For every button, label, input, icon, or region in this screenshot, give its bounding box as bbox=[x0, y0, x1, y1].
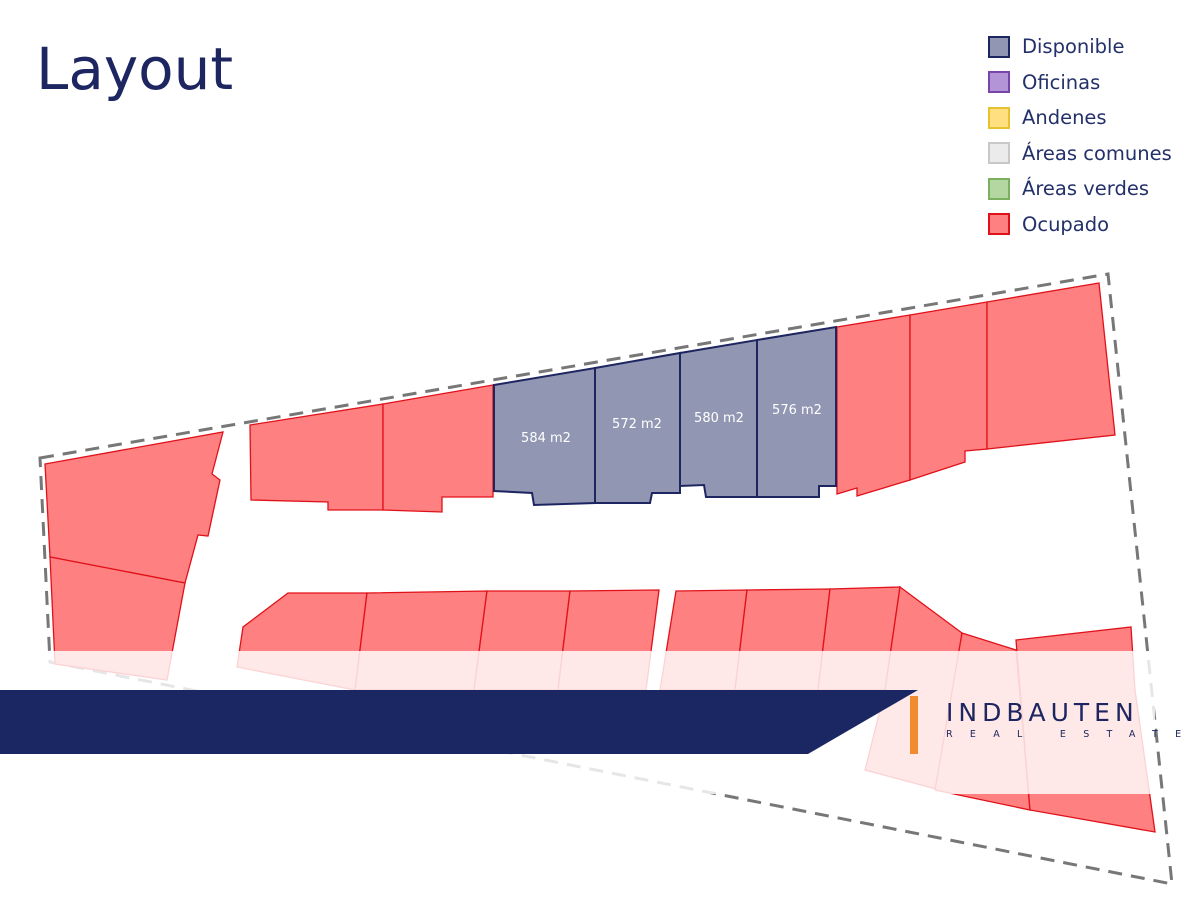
brand-logo: INDBAUTEN REAL ESTATE bbox=[946, 698, 1199, 741]
lot-occupied[interactable] bbox=[836, 314, 911, 497]
legend-swatch-disponible bbox=[988, 35, 1010, 58]
lot-occupied[interactable] bbox=[382, 384, 494, 513]
lot-area-label: 576 m2 bbox=[772, 403, 822, 418]
page-title: Layout bbox=[36, 35, 234, 103]
lot-area-label: 572 m2 bbox=[612, 417, 662, 432]
legend-item-ocupado: Ocupado bbox=[988, 207, 1172, 243]
site-boundary bbox=[38, 272, 1174, 886]
legend-swatch-andenes bbox=[988, 106, 1010, 129]
banner-navy-band bbox=[0, 690, 918, 754]
lot-occupied[interactable] bbox=[986, 282, 1116, 450]
lot-occupied[interactable] bbox=[909, 301, 988, 481]
legend-label-disponible: Disponible bbox=[1022, 35, 1125, 59]
legend-swatch-areas-verdes bbox=[988, 177, 1010, 200]
legend-swatch-ocupado bbox=[988, 213, 1010, 236]
lot-available[interactable] bbox=[756, 325, 837, 498]
legend-label-areas-verdes: Áreas verdes bbox=[1022, 177, 1149, 201]
legend-label-andenes: Andenes bbox=[1022, 106, 1107, 130]
brand-banner bbox=[0, 690, 918, 754]
lot-area-label: 584 m2 bbox=[521, 431, 571, 446]
lot-area-label: 580 m2 bbox=[694, 411, 744, 426]
legend-item-areas-verdes: Áreas verdes bbox=[988, 171, 1172, 207]
legend-swatch-oficinas bbox=[988, 71, 1010, 94]
legend-label-areas-comunes: Áreas comunes bbox=[1022, 141, 1172, 165]
legend-item-andenes: Andenes bbox=[988, 100, 1172, 136]
brand-subtitle: REAL ESTATE bbox=[946, 729, 1199, 740]
legend-swatch-areas-comunes bbox=[988, 142, 1010, 165]
lot-occupied[interactable] bbox=[44, 431, 224, 584]
legend-item-oficinas: Oficinas bbox=[988, 65, 1172, 101]
legend-item-areas-comunes: Áreas comunes bbox=[988, 136, 1172, 172]
legend-item-disponible: Disponible bbox=[988, 29, 1172, 65]
brand-name: INDBAUTEN bbox=[946, 698, 1139, 727]
legend: Disponible Oficinas Andenes Áreas comune… bbox=[988, 29, 1172, 242]
brand-accent-bar bbox=[910, 696, 918, 754]
legend-label-ocupado: Ocupado bbox=[1022, 212, 1110, 236]
legend-label-oficinas: Oficinas bbox=[1022, 70, 1101, 94]
